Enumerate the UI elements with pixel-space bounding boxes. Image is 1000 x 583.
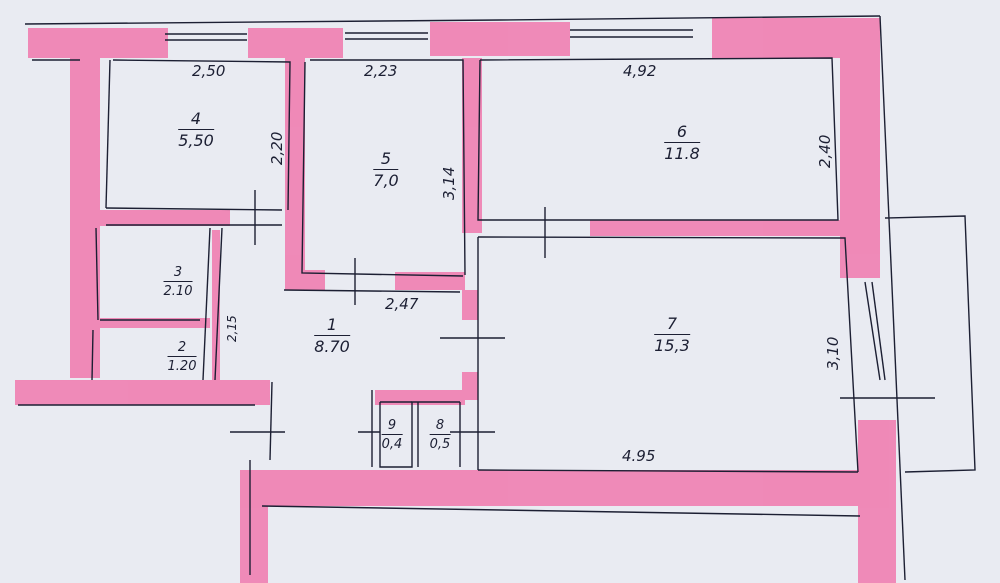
room-number: 8: [429, 419, 451, 435]
room-number: 7: [654, 316, 690, 335]
room-area: 1.20: [167, 359, 197, 374]
dim-room5-height: 3,14: [440, 166, 458, 200]
dim-corridor-side: 2,15: [225, 315, 239, 342]
room-area: 7,0: [373, 171, 399, 190]
room-area: 0,5: [429, 437, 451, 452]
room-area: 0,4: [381, 437, 403, 452]
room-6-label: 6 11.8: [664, 124, 700, 162]
room-7-label: 7 15,3: [654, 316, 690, 354]
room-area: 11.8: [664, 144, 700, 163]
dim-room6-height: 2,40: [816, 134, 834, 168]
room-number: 9: [381, 419, 403, 435]
room-2-label: 2 1.20: [167, 341, 197, 374]
room-number: 4: [178, 111, 214, 130]
room-number: 6: [664, 124, 700, 143]
walls: [15, 18, 896, 583]
dim-room4-height: 2,20: [268, 131, 286, 165]
dim-room7-height: 3,10: [824, 336, 842, 370]
room-area: 5,50: [178, 131, 214, 150]
room-1-label: 1 8.70: [314, 317, 350, 355]
dim-corridor-width: 2,47: [385, 295, 419, 313]
room-number: 2: [167, 341, 197, 357]
room-number: 5: [373, 151, 399, 170]
room-8-label: 8 0,5: [429, 419, 451, 452]
outlines: [18, 15, 976, 581]
dim-room5-width: 2,23: [364, 62, 398, 80]
room-area: 2.10: [163, 284, 193, 299]
dim-room7-width: 4.95: [622, 447, 656, 465]
room-area: 8.70: [314, 337, 350, 356]
room-number: 3: [163, 266, 193, 282]
dim-room6-width: 4,92: [623, 62, 657, 80]
room-number: 1: [314, 317, 350, 336]
room-9-label: 9 0,4: [381, 419, 403, 452]
room-4-label: 4 5,50: [178, 111, 214, 149]
room-area: 15,3: [654, 336, 690, 355]
room-3-label: 3 2.10: [163, 266, 193, 299]
room-5-label: 5 7,0: [373, 151, 399, 190]
dim-room4-width: 2,50: [192, 62, 226, 80]
